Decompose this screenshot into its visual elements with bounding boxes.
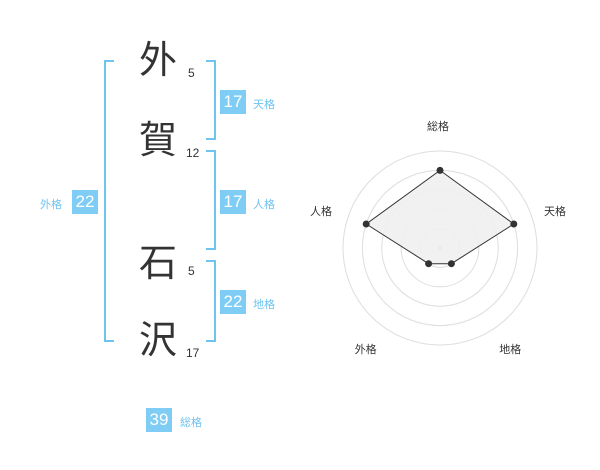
- radar-point: [447, 260, 455, 268]
- jinkaku-value: 17: [220, 190, 246, 214]
- radar-axis-label: 天格: [543, 204, 566, 218]
- radar-point: [436, 166, 444, 174]
- name-char-3: 石: [139, 241, 178, 285]
- radar-point: [510, 220, 518, 228]
- radar-axis-label: 地格: [499, 342, 522, 356]
- radar-axis-label: 総格: [427, 120, 449, 133]
- name-char-2-strokes: 12: [186, 146, 200, 160]
- gaikaku-value: 22: [72, 190, 98, 214]
- chikaku-value: 22: [220, 290, 246, 314]
- gaikaku-label: 外格: [40, 198, 62, 211]
- radar-ring: [342, 150, 538, 346]
- name-char-3-strokes: 5: [188, 264, 195, 278]
- name-char-2: 賀: [139, 118, 178, 162]
- radar-axis-label: 人格: [310, 204, 333, 218]
- name-char-4-strokes: 17: [186, 346, 200, 360]
- name-char-1-strokes: 5: [188, 66, 195, 80]
- name-char-4: 沢: [139, 318, 178, 362]
- chikaku-label: 地格: [253, 298, 275, 311]
- radar-polygon: [365, 169, 515, 265]
- name-char-1: 外: [139, 38, 178, 82]
- radar-point: [425, 260, 433, 268]
- radar-points: [362, 166, 518, 268]
- tenkaku-label: 天格: [253, 98, 275, 111]
- radar-point: [362, 220, 370, 228]
- radar-axis-label: 外格: [354, 342, 377, 356]
- tenkaku-value: 17: [220, 90, 246, 114]
- soukaku-value: 39: [146, 408, 172, 432]
- jinkaku-label: 人格: [253, 198, 275, 211]
- soukaku-label: 総格: [180, 416, 202, 429]
